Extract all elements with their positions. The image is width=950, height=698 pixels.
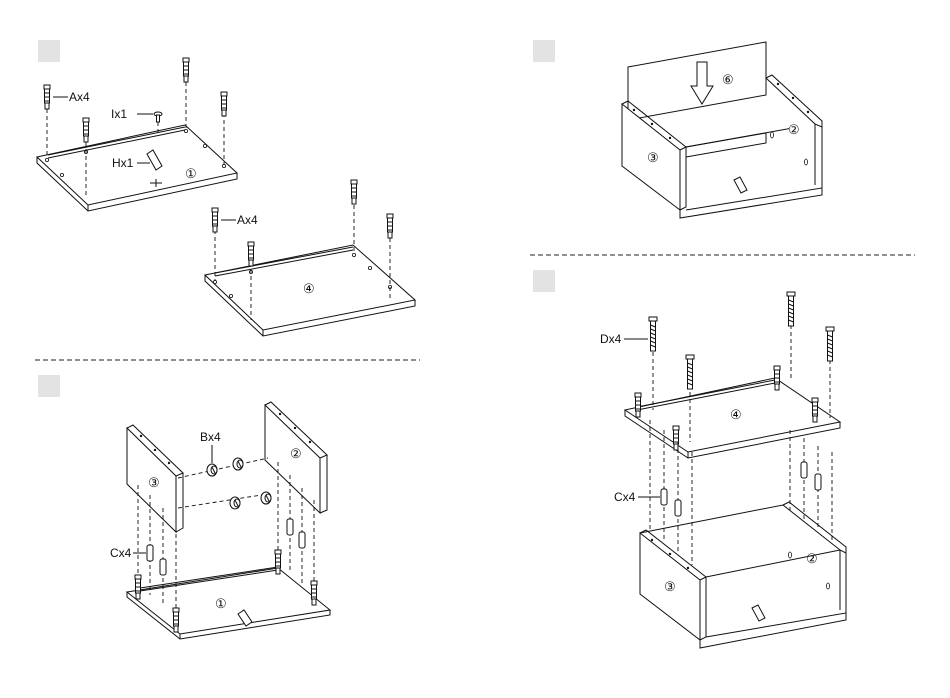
label-screw-i: Ix1 bbox=[111, 107, 127, 121]
label-cam-bolt-a: Ax4 bbox=[69, 90, 90, 104]
label-cam-lock-b: Bx4 bbox=[200, 430, 221, 444]
label-cam-bolt-a-2: Ax4 bbox=[237, 213, 258, 227]
part-number-back: ⑥ bbox=[722, 72, 734, 87]
label-dowel-c-4: Cx4 bbox=[614, 490, 636, 504]
part-number-right-4: ② bbox=[806, 551, 818, 566]
step-box-4 bbox=[533, 270, 555, 292]
part-number-bottom-2: ① bbox=[215, 596, 227, 611]
part-number-right-3: ② bbox=[788, 122, 800, 137]
label-bracket-h: Hx1 bbox=[112, 156, 134, 170]
part-number-top-4: ④ bbox=[730, 407, 742, 422]
step-2-diagram: ③ ② Bx4 ① bbox=[110, 402, 330, 639]
part-number-bottom: ① bbox=[185, 166, 197, 181]
step-box-2 bbox=[38, 375, 60, 397]
step-4-diagram: ④ Dx4 Cx4 bbox=[600, 292, 846, 648]
step-3-diagram: ⑥ ③ ② bbox=[622, 42, 822, 218]
part-number-left: ③ bbox=[148, 475, 160, 490]
part-number-right: ② bbox=[290, 446, 302, 461]
part-number-left-4: ③ bbox=[664, 579, 676, 594]
step-box-3 bbox=[533, 40, 555, 62]
part-number-top: ④ bbox=[303, 281, 315, 296]
step-box-1 bbox=[38, 40, 60, 62]
label-dowel-c: Cx4 bbox=[110, 546, 132, 560]
part-number-left-3: ③ bbox=[647, 150, 659, 165]
step-1-diagram: ① Ax4 Ix1 Hx1 ④ Ax4 bbox=[37, 58, 415, 336]
label-screw-d: Dx4 bbox=[600, 332, 622, 346]
